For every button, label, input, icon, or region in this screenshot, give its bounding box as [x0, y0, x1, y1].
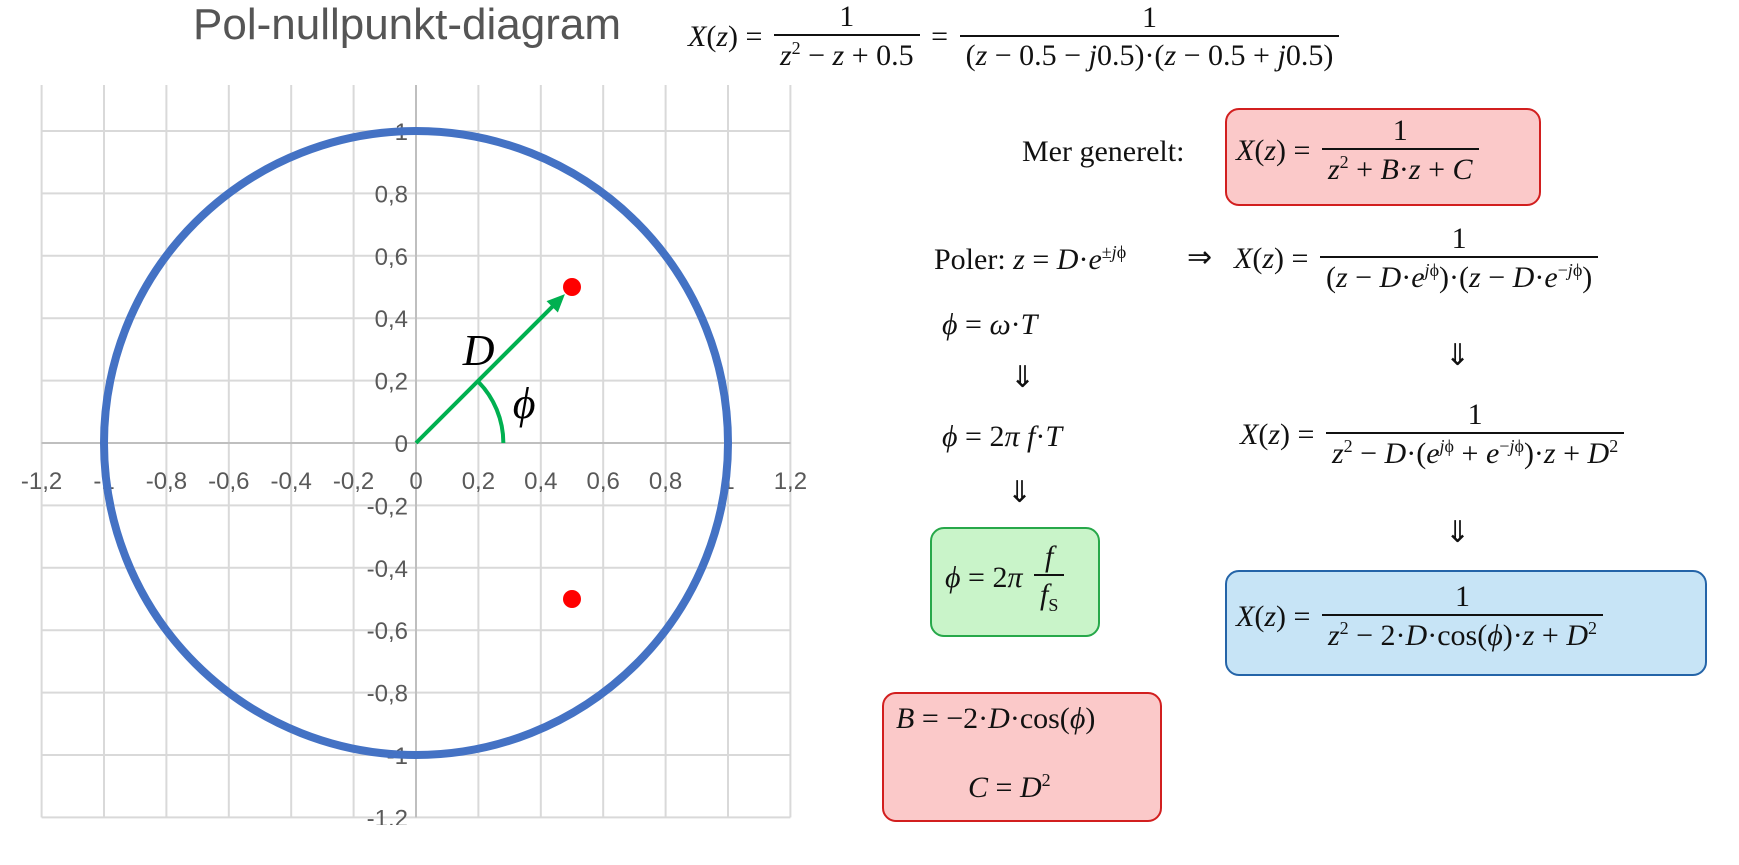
x-tick-label: -1,2 — [21, 468, 62, 495]
y-tick-label: -1,2 — [367, 805, 408, 825]
general-label: Mer generelt: — [1022, 135, 1185, 168]
x-tick-label: 0,6 — [587, 468, 620, 495]
page-title: Pol-nullpunkt-diagram — [193, 0, 621, 49]
x-tick-label: -0,6 — [208, 468, 249, 495]
x-tick-label: 0,8 — [649, 468, 682, 495]
phi-2pi-fT: ϕ = 2π f·T — [942, 420, 1063, 453]
equation-factored: X(z) = 1(z − D·ejϕ)·(z − D·e−jϕ) — [1234, 222, 1602, 295]
label-D: D — [462, 326, 495, 375]
down-arrow-4: ⇓ — [1445, 516, 1471, 549]
implies-arrow: ⇒ — [1187, 241, 1213, 274]
y-tick-label: 0,6 — [375, 244, 408, 271]
x-tick-label: 0,4 — [524, 468, 557, 495]
y-tick-label: 0,4 — [375, 306, 408, 333]
general-box — [1225, 108, 1541, 206]
y-tick-label: 0,8 — [375, 181, 408, 208]
y-tick-label: -0,2 — [367, 493, 408, 520]
poles-label: Poler: — [934, 243, 1006, 276]
poles — [563, 278, 581, 608]
x-tick-label: 1,2 — [774, 468, 807, 495]
plot-axes — [41, 85, 791, 818]
x-tick-label: -0,4 — [271, 468, 312, 495]
pole-vector — [414, 301, 558, 445]
poles-expression: Poler: z = D·e±jϕ — [934, 242, 1127, 276]
x-tick-label: -0,2 — [333, 468, 374, 495]
label-phi: ϕ — [513, 379, 536, 428]
down-arrow-1: ⇓ — [1010, 361, 1036, 394]
down-arrow-2: ⇓ — [1007, 476, 1033, 509]
pole-marker — [563, 278, 581, 296]
final-box — [1225, 570, 1707, 676]
y-tick-label: 0,2 — [375, 369, 408, 396]
phi-box — [930, 527, 1100, 637]
angle-arc — [476, 379, 506, 444]
pole-marker — [563, 590, 581, 608]
x-tick-label: -0,8 — [146, 468, 187, 495]
y-tick-label: -0,8 — [367, 681, 408, 708]
bc-box — [882, 692, 1162, 822]
y-tick-label: 0 — [395, 431, 408, 458]
equation-B: B = −2·D·cos(ϕ) — [896, 702, 1096, 735]
unit-circle — [100, 127, 732, 759]
down-arrow-3: ⇓ — [1445, 339, 1471, 372]
equation-C: C = D2 — [968, 770, 1051, 804]
x-tick-label: 0,2 — [462, 468, 495, 495]
y-tick-label: -0,6 — [367, 618, 408, 645]
x-tick-label: 0 — [409, 468, 422, 495]
y-tick-label: -0,4 — [367, 556, 408, 583]
phi-omega-T: ϕ = ω·T — [942, 308, 1038, 341]
pole-vector-arrowhead — [546, 294, 565, 313]
